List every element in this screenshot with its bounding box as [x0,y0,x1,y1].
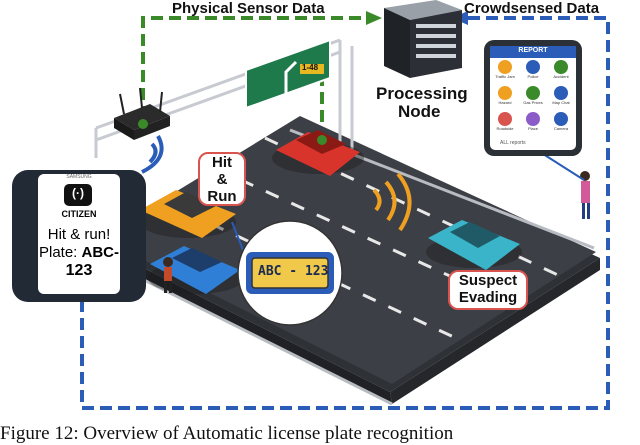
hit-and-run-line1: Hit [212,154,232,171]
phone-brand: SAMSUNG [66,174,92,180]
report-item-label: Accident [553,74,569,79]
router-wifi-icon [141,135,164,174]
crowdsensed-data-label: Crowdsensed Data [464,0,600,17]
hit-and-run-line2: & [216,171,228,188]
suspect-evading-line1: Suspect [458,272,518,289]
orange-car [140,190,236,238]
car-signal-icon [372,172,412,232]
report-item-gas-prices[interactable]: Gas Prices [520,86,546,111]
teal-car [426,220,522,270]
witness-person [163,257,173,293]
report-item-label: Place [527,126,538,131]
report-item-icon [554,112,568,126]
physical-arrowhead [366,11,382,25]
report-item-label: Police [527,74,539,79]
phone-alert-line1: Hit & run! [47,226,111,243]
citizen-app-name: CITIZEN [61,209,97,219]
citizen-logo-icon: (·) [72,186,84,200]
report-item-camera[interactable]: Camera [548,112,574,137]
report-item-label: Hazard [498,100,512,105]
phone-alert-line3: 123 [65,262,93,279]
report-item-icon [526,60,540,74]
report-item-place[interactable]: Place [520,112,546,137]
phone-plate-prefix: Plate: [38,244,82,261]
license-plate-text: ABC - 123 [258,264,329,279]
report-item-police[interactable]: Police [520,60,546,85]
red-car [272,130,364,176]
report-line [539,151,585,181]
hit-and-run-tag: Hit & Run [198,152,246,206]
report-item-icon [554,86,568,100]
report-item-hazard[interactable]: Hazard [492,86,518,111]
report-item-icon [526,112,540,126]
report-app-title: REPORT [518,47,548,54]
phone-device [12,170,146,302]
report-item-label: Gas Prices [523,100,543,105]
suspect-evading-tag: Suspect Evading [448,270,528,310]
highway-sign-text: 1-48 [302,63,319,72]
report-item-icon [498,112,512,126]
report-item-icon [498,60,512,74]
report-item-label: Map Chat [552,100,570,105]
hit-and-run-line3: Run [207,188,237,205]
phone-plate-part1: ABC- [81,244,120,261]
report-item-icon [526,86,540,100]
report-item-icon [498,86,512,100]
report-item-label: Camera [553,126,569,131]
processing-node-server [384,0,462,78]
report-item-icon [554,60,568,74]
physical-sensor-data-label: Physical Sensor Data [172,0,325,17]
processing-node-label-line2: Node [398,102,441,121]
figure-caption: Figure 12: Overview of Automatic license… [0,423,454,444]
highway-sign [245,38,331,110]
report-item-label: Roadside [496,126,514,131]
report-item-roadside[interactable]: Roadside [492,112,518,137]
license-plate-bubble [237,220,343,326]
processing-node-label-line1: Processing [376,84,468,103]
report-item-label: Traffic Jam [495,74,515,79]
phone-alert-line2: Plate: ABC- [36,244,122,261]
suspect-evading-line2: Evading [458,289,518,306]
report-item-map-chat[interactable]: Map Chat [548,86,574,111]
crowdsensed-data-path [80,16,610,410]
router [114,87,170,140]
report-app-footer: ALL reports [500,140,526,146]
report-item-accident[interactable]: Accident [548,60,574,85]
report-item-traffic-jam[interactable]: Traffic Jam [492,60,518,85]
